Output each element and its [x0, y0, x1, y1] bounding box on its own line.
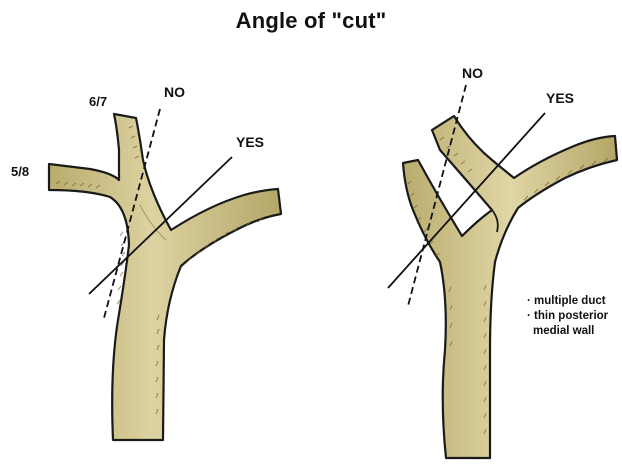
left-label-5-8: 5/8: [11, 164, 29, 179]
right-panel-notes: · multiple duct · thin posterior medial …: [527, 294, 608, 339]
left-label-no: NO: [164, 84, 185, 100]
right-label-yes: YES: [546, 90, 574, 106]
left-label-6-7: 6/7: [89, 94, 107, 109]
left-duct-panel: 6/7 5/8 NO YES: [11, 84, 281, 440]
note-multiple-duct: · multiple duct: [527, 294, 608, 309]
left-label-yes: YES: [236, 134, 264, 150]
right-bile-duct: [403, 116, 617, 458]
right-duct-panel: NO YES: [388, 65, 617, 458]
left-bile-duct: [49, 114, 281, 440]
note-medial-wall: medial wall: [527, 324, 608, 339]
note-thin-posterior: · thin posterior: [527, 309, 608, 324]
right-label-no: NO: [462, 65, 483, 81]
